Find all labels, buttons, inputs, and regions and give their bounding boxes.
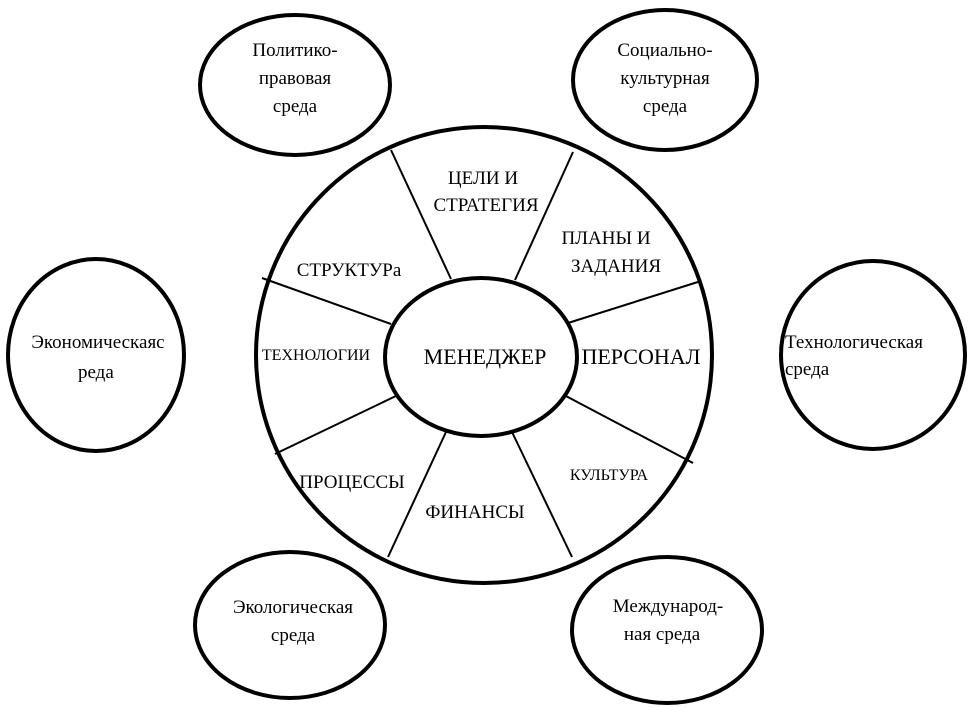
environment-socio-cultural-line-2: культурная — [620, 68, 710, 89]
sector-personnel-label: ПЕРСОНАЛ — [581, 344, 700, 369]
environment-ecological-line-2: среда — [271, 625, 316, 646]
environment-economic-line-1: Экономическаяс — [31, 332, 164, 353]
environment-political-legal-line-1: Политико- — [252, 40, 337, 61]
environment-socio-cultural-line-3: среда — [643, 96, 688, 117]
environment-political-legal-line-2: правовая — [259, 68, 332, 89]
sector-divider — [261, 277, 392, 325]
sector-divider — [567, 280, 702, 324]
environment-international: Международ- ная среда — [570, 555, 764, 705]
environment-socio-cultural: Социально- культурная среда — [571, 8, 759, 152]
environment-socio-cultural-line-1: Социально- — [617, 40, 712, 61]
environment-technological: Технологическая среда — [779, 259, 967, 451]
sector-culture-label: КУЛЬТУРА — [570, 467, 649, 484]
environment-political-legal: Политико- правовая среда — [198, 13, 392, 157]
environment-international-line-1: Международ- — [613, 596, 723, 617]
sector-finance-label: ФИНАНСЫ — [425, 502, 524, 523]
environment-ecological: Экологическая среда — [193, 550, 387, 700]
manager-circle: МЕНЕДЖЕР — [383, 276, 579, 438]
sector-divider — [390, 149, 452, 280]
environment-political-legal-line-3: среда — [273, 96, 318, 117]
sector-divider — [563, 394, 694, 464]
sector-divider — [514, 151, 574, 281]
sector-divider — [274, 394, 399, 455]
sector-processes-label: ПРОЦЕССЫ — [299, 472, 404, 493]
environment-ecological-line-1: Экологическая — [233, 597, 353, 618]
sector-goals-line-2: СТРАТЕГИЯ — [433, 195, 538, 216]
environment-technological-line-1: Технологическая — [785, 332, 923, 353]
sector-plans-line-2: ЗАДАНИЯ — [571, 256, 661, 277]
sector-technologies-label: ТЕХНОЛОГИИ — [262, 347, 371, 364]
sector-structure-label: СТРУКТУРа — [297, 260, 402, 281]
sector-divider — [387, 431, 447, 558]
sector-divider — [511, 431, 573, 558]
environment-economic: Экономическаяс реда — [6, 257, 186, 453]
environment-economic-line-2: реда — [78, 362, 114, 383]
manager-label: МЕНЕДЖЕР — [424, 344, 547, 369]
environment-international-line-2: ная среда — [624, 624, 701, 645]
sector-plans-line-1: ПЛАНЫ И — [561, 228, 650, 249]
environment-technological-line-2: среда — [785, 359, 830, 380]
sector-goals-line-1: ЦЕЛИ И — [448, 168, 518, 189]
